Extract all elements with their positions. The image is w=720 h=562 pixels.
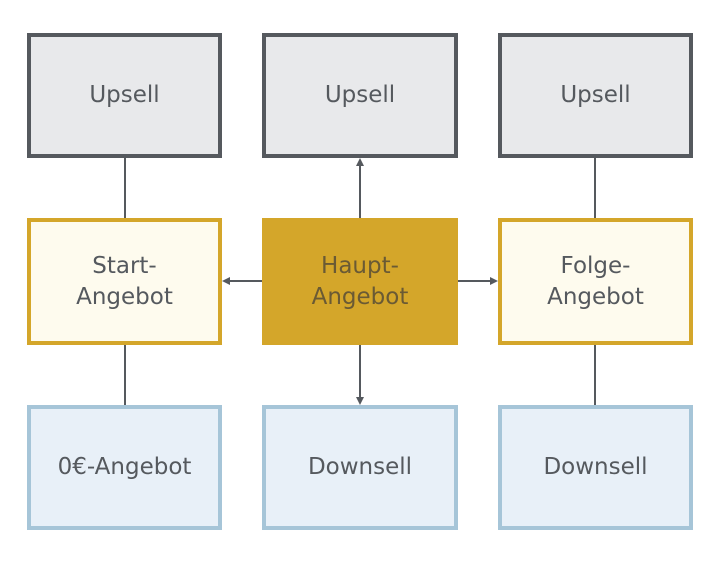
follow-offer-box: Folge- Angebot xyxy=(498,218,693,345)
follow-offer-label-line1: Folge- xyxy=(560,252,631,279)
upsell-label: Upsell xyxy=(89,82,160,108)
upsell-box-left: Upsell xyxy=(27,33,222,158)
upsell-box-center: Upsell xyxy=(262,33,458,158)
upsell-label: Upsell xyxy=(324,82,396,108)
main-offer-label-line1: Haupt- xyxy=(321,252,399,279)
downsell-box-center: Downsell xyxy=(262,405,458,530)
start-offer-label-line1: Start- xyxy=(92,252,157,279)
upsell-label: Upsell xyxy=(560,82,631,108)
follow-offer-label-line2: Angebot xyxy=(547,283,644,310)
upsell-box-right: Upsell xyxy=(498,33,693,158)
downsell-label: Downsell xyxy=(543,454,648,480)
start-offer-box: Start- Angebot xyxy=(27,218,222,345)
free-offer-label: 0€-Angebot xyxy=(57,454,192,480)
start-offer-label-line2: Angebot xyxy=(76,283,173,310)
downsell-box-right: Downsell xyxy=(498,405,693,530)
main-offer-label-line2: Angebot xyxy=(311,283,409,310)
main-offer-box: Haupt- Angebot xyxy=(262,218,458,345)
downsell-label: Downsell xyxy=(307,454,413,480)
free-offer-box: 0€-Angebot xyxy=(27,405,222,530)
